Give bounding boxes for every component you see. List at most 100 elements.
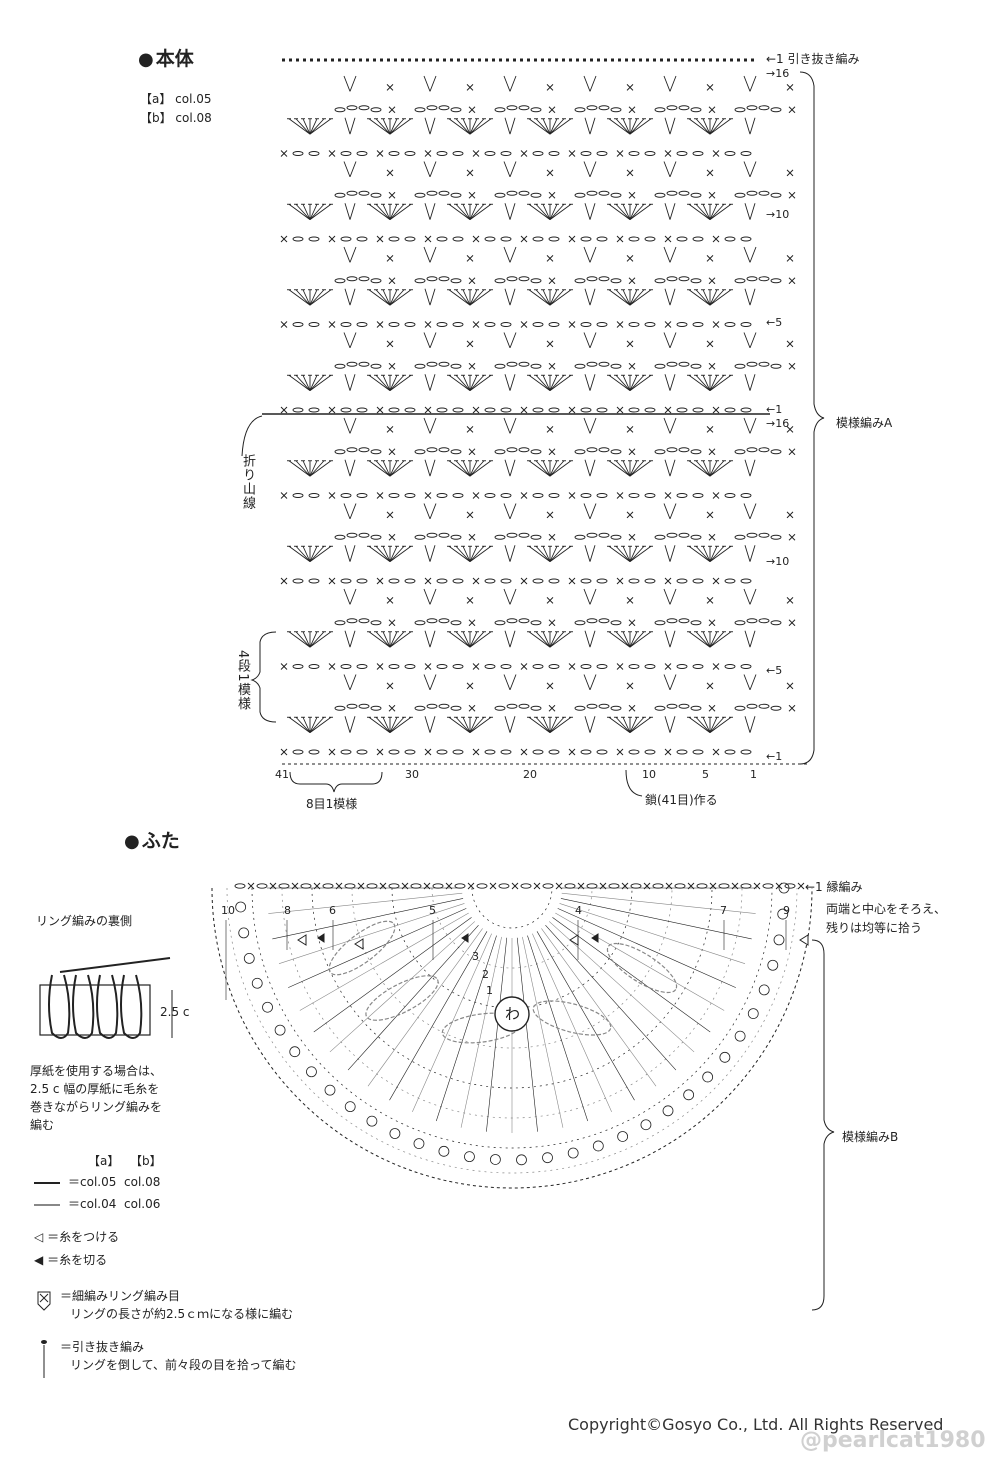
pattern-a-label: 模様編みA	[836, 416, 893, 430]
v-stitch-mark	[424, 459, 431, 477]
chain-stitch-mark	[770, 705, 782, 711]
sc-stitch-mark	[788, 106, 796, 114]
radial-stitch-mark	[460, 936, 502, 1128]
sc-stitch-mark	[520, 748, 528, 756]
chain-stitch-mark	[292, 493, 304, 498]
dc-stitch-mark	[368, 631, 391, 648]
chain-stitch-mark	[452, 151, 464, 156]
sc-stitch-mark	[708, 619, 716, 627]
chain-stitch-mark	[678, 618, 690, 624]
chain-stitch-mark	[734, 534, 746, 540]
chain-stitch-mark	[770, 534, 782, 540]
pattern-b-brace	[811, 939, 835, 1311]
chain-stitch-mark	[292, 749, 304, 755]
dc-stitch-mark	[469, 716, 492, 733]
dc-stitch-mark	[389, 716, 412, 733]
dc-stitch-mark	[368, 460, 391, 477]
chain-stitch-mark	[532, 578, 544, 584]
dc-stitch-mark	[535, 460, 551, 477]
chain-stitch-mark	[356, 322, 368, 327]
chain-stitch-mark	[500, 664, 512, 669]
dc-stitch-mark	[542, 375, 551, 391]
v-stitch-mark	[349, 161, 357, 178]
dc-stitch-mark	[549, 203, 572, 220]
dc-stitch-mark	[549, 631, 565, 648]
v-stitch-mark	[663, 417, 671, 434]
chain-stitch-mark	[494, 705, 506, 711]
dc-stitch-mark	[368, 118, 391, 135]
sc-stitch-mark	[664, 321, 672, 328]
stitch-repeat-brace	[289, 771, 383, 793]
radial-stitch-mark	[329, 921, 476, 1053]
dc-stitch-mark	[469, 374, 492, 391]
dc-stitch-mark	[549, 631, 558, 648]
v-stitch-mark	[583, 332, 591, 349]
row-1-bottom-label: ←1	[766, 750, 783, 763]
sc-stitch-mark	[708, 448, 716, 456]
chain-stitch-mark	[436, 236, 448, 242]
v-stitch-mark	[429, 332, 437, 349]
chain-stitch-mark	[436, 664, 448, 669]
chain-stitch-mark	[758, 447, 770, 453]
v-stitch-mark	[423, 161, 431, 178]
v-stitch-mark	[589, 288, 596, 306]
sc-stitch-mark	[628, 704, 636, 712]
chain-stitch-mark	[438, 447, 450, 453]
ring-back-title: リング編みの裏側	[36, 914, 133, 928]
lid-round	[471, 887, 553, 929]
dc-stitch-mark	[709, 545, 725, 562]
v-stitch-mark	[503, 588, 511, 605]
chain-stitch-mark	[370, 107, 382, 113]
v-stitch-mark	[509, 545, 516, 562]
chain-stitch-mark	[404, 749, 416, 755]
dc-stitch-mark	[695, 374, 711, 391]
chain-stitch-mark	[692, 493, 704, 498]
chain-stitch-mark	[414, 620, 426, 626]
dc-stitch-mark	[608, 460, 631, 477]
yarn-loop-illustration	[120, 974, 143, 1039]
v-stitch-mark	[749, 588, 757, 605]
chain-label-leader	[625, 769, 643, 797]
sc-stitch-mark	[568, 577, 576, 585]
v-stitch-mark	[504, 459, 511, 477]
sc-stitch-mark	[628, 533, 636, 541]
ring-stitch-mark	[662, 1105, 674, 1117]
dc-stitch-mark	[295, 460, 311, 477]
v-stitch-mark	[583, 674, 591, 691]
sc-stitch-mark	[568, 150, 576, 157]
chain-stitch-mark	[610, 705, 622, 711]
sc-stitch-mark	[468, 704, 476, 712]
chain-stitch-mark	[404, 151, 416, 156]
sc-stitch-mark	[280, 492, 288, 499]
dc-stitch-mark	[528, 460, 551, 477]
chain-stitch-mark	[678, 447, 690, 453]
dc-stitch-mark	[688, 118, 711, 135]
dc-stitch-mark	[469, 118, 492, 135]
v-stitch-mark	[744, 716, 751, 733]
dc-stitch-mark	[389, 717, 398, 733]
sc-stitch-mark	[467, 882, 475, 890]
dc-stitch-mark	[695, 460, 711, 477]
sc-stitch-mark	[468, 106, 476, 114]
chain-stitch-mark	[484, 493, 496, 498]
v-stitch-mark	[503, 417, 511, 434]
v-stitch-mark	[663, 503, 671, 520]
sc-stitch-mark	[786, 84, 794, 91]
dc-stitch-mark	[709, 289, 732, 306]
chain-stitch-mark	[724, 322, 736, 327]
chain-stitch-mark	[734, 705, 746, 711]
radial-stitch-mark	[367, 928, 483, 1087]
v-stitch-mark	[589, 374, 596, 391]
dc-stitch-mark	[389, 545, 405, 562]
main-yarn-line-icon	[34, 1181, 60, 1184]
chain-stitch-mark	[308, 749, 320, 755]
chain-stitch-mark	[518, 618, 530, 624]
v-stitch-mark	[503, 161, 511, 178]
ring-stitch-mark	[389, 1128, 401, 1139]
dc-stitch-mark	[302, 289, 311, 306]
sc-stitch-mark	[548, 448, 556, 456]
sc-stitch-mark	[520, 577, 528, 585]
chain-stitch-mark	[370, 278, 382, 284]
dc-stitch-mark	[295, 374, 311, 391]
yarn-loop-illustration	[96, 974, 119, 1039]
